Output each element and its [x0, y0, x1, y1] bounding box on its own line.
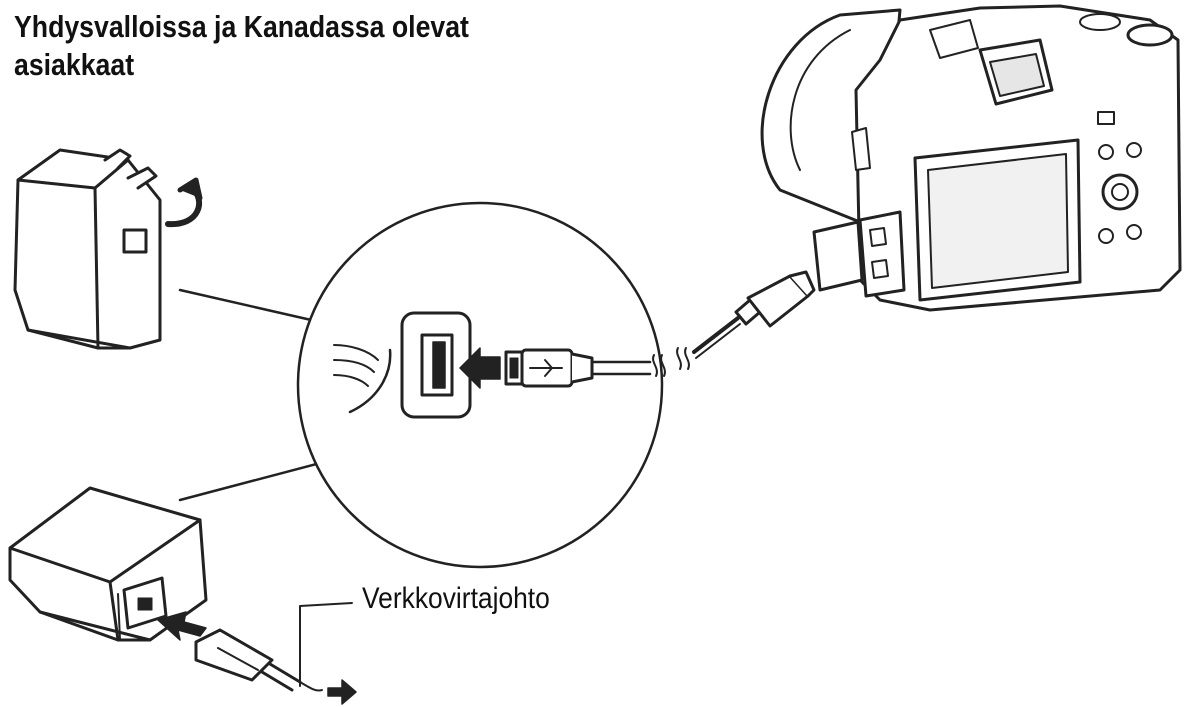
- diagram-heading: Yhdysvalloissa ja Kanadassa olevat asiak…: [14, 9, 469, 82]
- zoom-circle: [296, 201, 664, 569]
- power-cord-leader: [299, 602, 353, 687]
- eu-adapter-icon: [8, 486, 208, 642]
- usb-cable: [692, 316, 740, 354]
- us-plug-adapter-icon: [13, 148, 203, 350]
- usb-plug-icon: [504, 348, 652, 388]
- camera-icon: [760, 4, 1182, 312]
- usb-port-icon: [400, 311, 472, 419]
- arrow-icon: [157, 611, 207, 641]
- micro-usb-plug-icon: [734, 270, 816, 328]
- power-cord-plug-icon: [194, 628, 302, 692]
- arrow-icon: [459, 347, 501, 389]
- arrow-icon: [327, 679, 357, 705]
- power-cord-label: Verkkovirtajohto: [362, 582, 550, 615]
